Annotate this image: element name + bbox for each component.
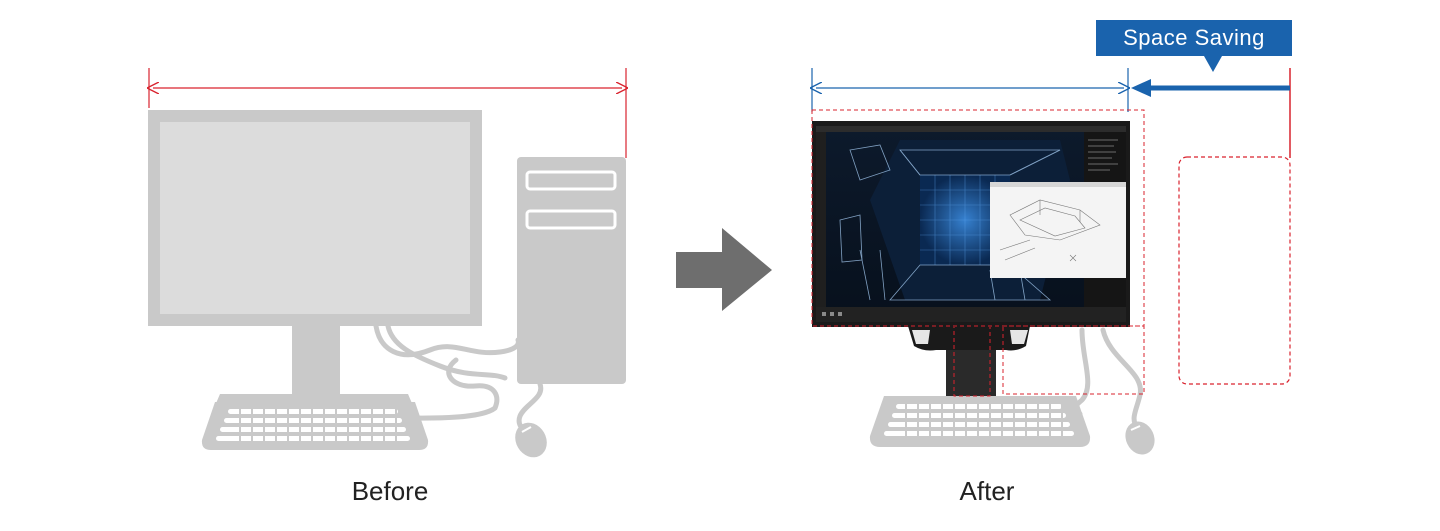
before-cables [373,323,544,435]
after-setup [811,68,1291,455]
after-footprint-outline [811,109,1145,327]
space-saving-label: Space Saving [1123,25,1265,50]
before-caption: Before [351,476,429,506]
mouse-icon [515,422,547,458]
mouse-icon [1125,421,1155,455]
after-footprint-outline-lower [1002,325,1145,395]
callout-pointer-icon [1204,56,1222,72]
space-saving-callout: Space Saving [1096,20,1292,56]
after-caption: After [959,476,1015,506]
transition-arrow-icon [676,228,772,311]
removed-tower-outline [1178,156,1291,385]
compact-pc-monitor-icon [812,121,1130,327]
monitor-stand [908,324,1030,397]
pc-tower-icon [517,157,626,384]
keyboard-icon [201,402,429,450]
before-setup [148,68,626,458]
keyboard-icon [869,396,1091,447]
after-width-dimension [812,68,1128,112]
space-saving-arrow [1131,68,1291,158]
before-width-dimension [149,68,626,158]
after-cables [1071,327,1143,433]
